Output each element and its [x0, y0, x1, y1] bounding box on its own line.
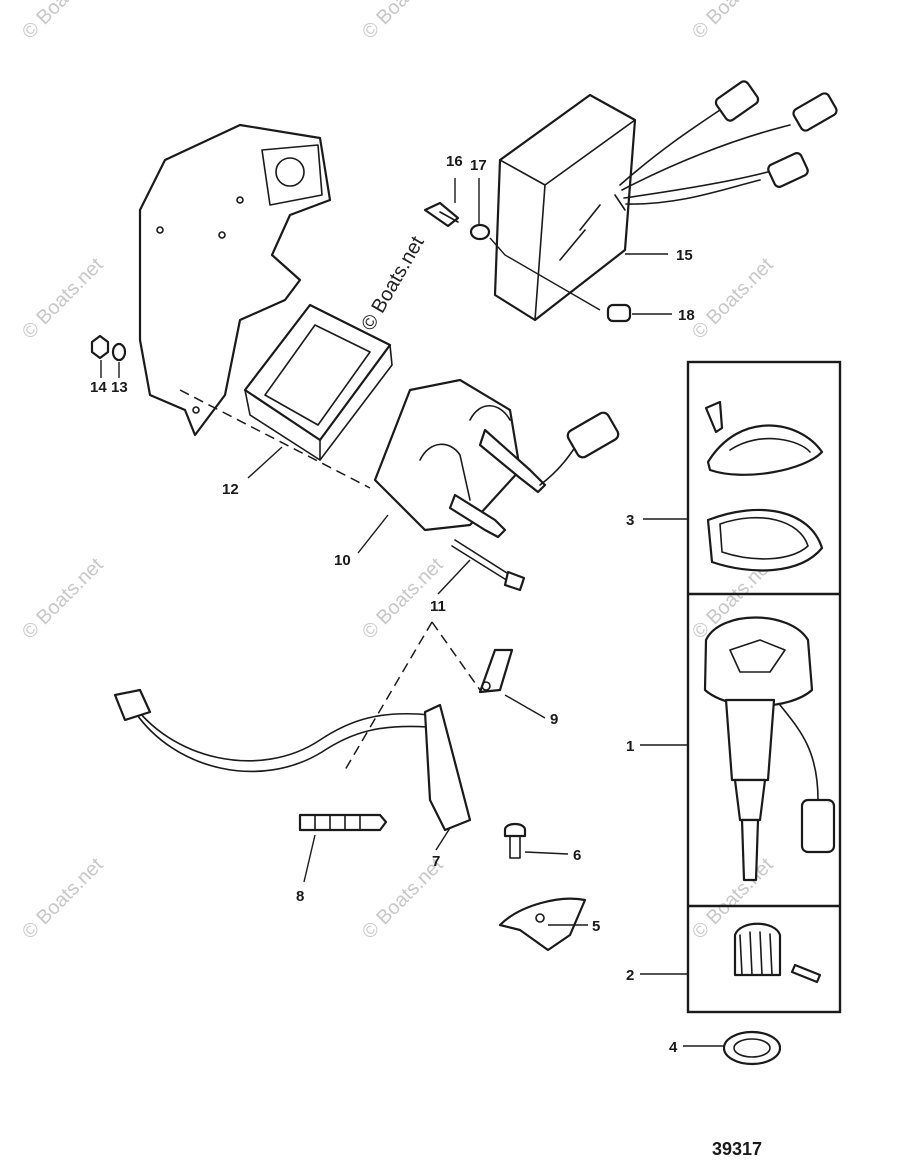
part-12-bracket[interactable] [243, 303, 393, 461]
part-8-spark-plug[interactable] [298, 813, 388, 832]
callout-6: 6 [573, 847, 581, 864]
part-11-bolt[interactable] [451, 539, 526, 592]
callout-17: 17 [470, 157, 487, 174]
figure-number: 39317 [712, 1139, 762, 1159]
callout-11: 11 [430, 598, 446, 615]
callout-9: 9 [550, 711, 558, 728]
watermark-text: © Boats.net [688, 0, 778, 44]
callout-13: 13 [111, 379, 128, 396]
callout-14: 14 [90, 379, 107, 396]
watermark-text: © Boats.net [357, 232, 429, 334]
watermark-text: © Boats.net [688, 254, 778, 344]
part-16-screw[interactable] [423, 201, 460, 228]
callout-7: 7 [432, 853, 440, 870]
watermark-text: © Boats.net [358, 0, 448, 44]
kit-frame [686, 360, 842, 1014]
assembly-lines [179, 389, 481, 771]
callout-8: 8 [296, 888, 304, 905]
part-6-screw[interactable] [503, 822, 527, 859]
callout-4: 4 [669, 1039, 678, 1056]
part-7-spark-plug-lead[interactable] [113, 688, 472, 832]
callout-12: 12 [222, 481, 239, 498]
watermark-text: © Boats.net [18, 0, 108, 44]
callout-15: 15 [676, 247, 693, 264]
watermark-text: © Boats.net [18, 554, 108, 644]
callout-1: 1 [626, 738, 634, 755]
callout-5: 5 [592, 918, 600, 935]
part-17-washer[interactable] [469, 223, 491, 241]
part-15-switch-box[interactable] [493, 79, 838, 322]
part-14-nut[interactable] [90, 334, 110, 360]
part-1-distributor[interactable] [703, 616, 836, 882]
callout-2: 2 [626, 967, 634, 984]
part-2-drive-gear[interactable] [733, 922, 822, 984]
callout-labels: 16 17 15 18 14 13 12 10 11 9 8 7 6 5 3 1… [90, 153, 695, 1056]
callout-10: 10 [334, 552, 351, 569]
part-4-o-ring[interactable] [722, 1030, 782, 1066]
part-13-washer[interactable] [111, 342, 127, 362]
part-9-ground-clip[interactable] [478, 648, 514, 694]
part-18-bushing[interactable] [489, 237, 632, 323]
watermark-text: © Boats.net [18, 254, 108, 344]
part-3-cover-gasket[interactable] [704, 400, 824, 572]
watermark-text: © Boats.net [18, 854, 108, 944]
callout-18: 18 [678, 307, 695, 324]
part-10-ignition-coil[interactable] [373, 378, 620, 539]
callout-16: 16 [446, 153, 463, 170]
leader-lines [100, 178, 724, 1047]
callout-3: 3 [626, 512, 634, 529]
mounting-plate [138, 123, 332, 437]
part-5-retainer-plate[interactable] [498, 897, 587, 952]
